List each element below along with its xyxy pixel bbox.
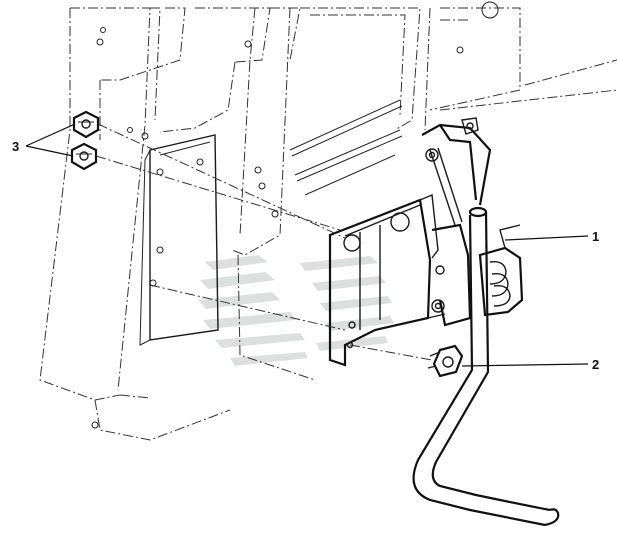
leader-item-3a: [25, 123, 76, 147]
callout-3: 3: [12, 139, 19, 154]
leader-item-3b: [25, 145, 74, 157]
cab-frame: [39, 7, 617, 441]
pedal-arm: [412, 117, 560, 527]
pivot-plate: [431, 223, 472, 327]
callout-2: 2: [592, 357, 599, 372]
assembly-centerlines: [95, 123, 433, 361]
hex-bolt: [427, 344, 464, 378]
hex-nut-upper: [72, 110, 100, 139]
backing-plate: [139, 134, 219, 346]
mounting-bracket: [328, 193, 446, 367]
leader-lines: [25, 123, 589, 367]
return-spring: [478, 224, 524, 317]
panel-slots: [289, 99, 403, 196]
leader-item-1: [504, 235, 589, 241]
leader-item-2: [461, 363, 589, 367]
callout-1: 1: [592, 229, 599, 244]
watermark-logo: [198, 255, 394, 366]
panel-holes: [91, 1, 499, 429]
hex-nut-lower: [70, 142, 98, 171]
